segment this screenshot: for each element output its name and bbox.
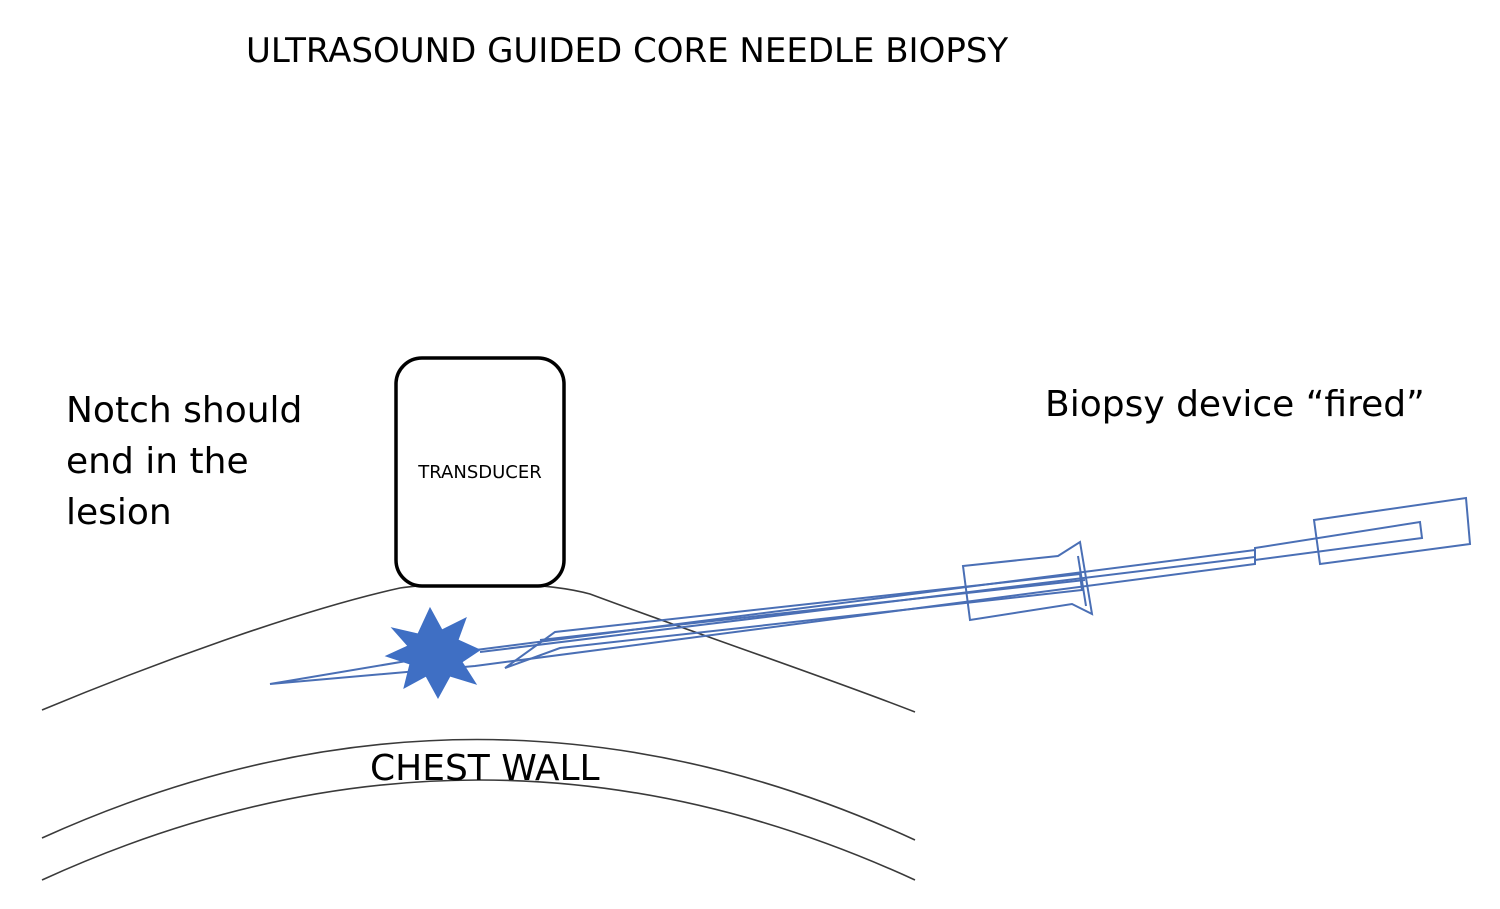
skin-surface-outline xyxy=(41,582,916,713)
chest-wall-lower-curve xyxy=(41,779,916,881)
transducer-label: TRANSDUCER xyxy=(417,462,541,483)
device-handle xyxy=(1312,496,1472,566)
transducer: TRANSDUCER xyxy=(394,356,566,588)
notch-annotation: Notch should end in the lesion xyxy=(66,390,302,533)
lesion-star xyxy=(384,606,482,700)
notch-annotation-line-1: Notch should xyxy=(66,390,302,431)
transducer-body xyxy=(394,356,566,588)
device-fired-annotation: Biopsy device “fired” xyxy=(1045,384,1425,425)
chest-wall-upper-curve xyxy=(41,738,916,841)
needle-shaft-line-2 xyxy=(539,579,1086,641)
needle-notch xyxy=(504,572,1084,669)
device-rod xyxy=(1254,520,1424,562)
notch-annotation-line-2: end in the xyxy=(66,441,249,482)
device-collar-inner xyxy=(1077,555,1087,607)
device-collar xyxy=(961,540,1094,622)
chest-wall-label: CHEST WALL xyxy=(370,748,600,789)
diagram-title: ULTRASOUND GUIDED CORE NEEDLE BIOPSY xyxy=(246,31,1008,71)
notch-annotation-line-3: lesion xyxy=(66,492,172,533)
